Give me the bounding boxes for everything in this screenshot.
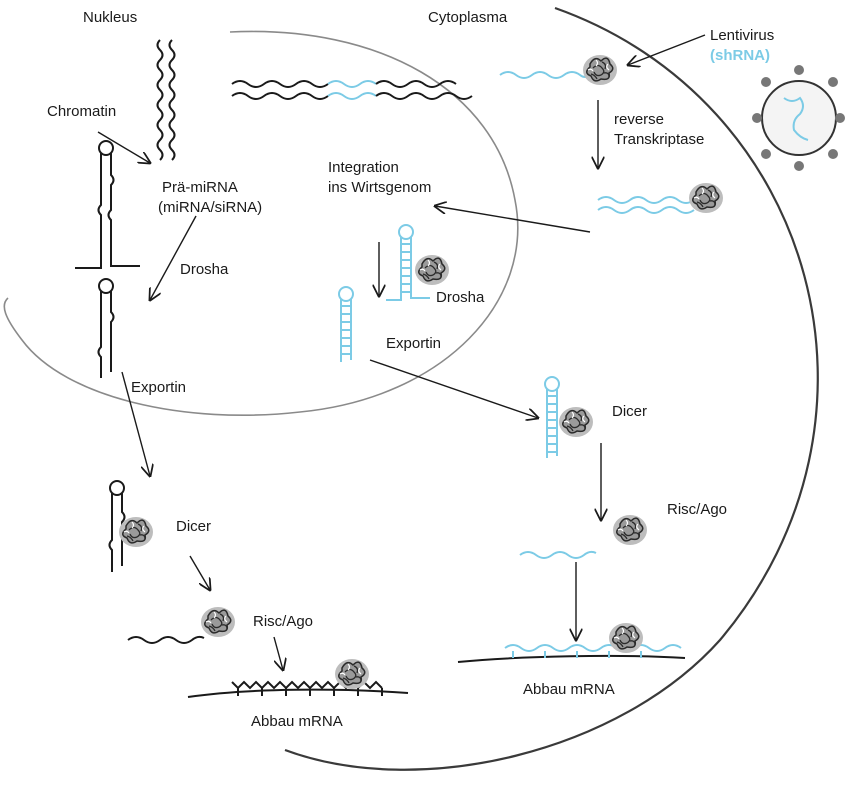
label-reverse: reverse	[614, 110, 664, 129]
chromatin-strands	[158, 40, 175, 160]
drosha-right-protein-icon	[415, 255, 449, 285]
label-drosha-left: Drosha	[180, 260, 228, 279]
label-pre-mirna: Prä-miRNA	[162, 178, 238, 197]
arrow-risc-left	[274, 637, 283, 670]
mirna-strand-left	[128, 637, 204, 643]
proviral-dna	[598, 197, 694, 213]
cell-membrane	[285, 8, 818, 770]
mrna-target-left	[188, 682, 408, 697]
label-nucleus: Nukleus	[83, 8, 137, 27]
label-abbau-right: Abbau mRNA	[523, 680, 615, 699]
risc-left-bound-protein-icon	[335, 659, 369, 689]
shrna-hairpin-cytoplasm	[545, 377, 559, 458]
arrow-chromatin-to-pre-mirna	[98, 132, 150, 163]
risc-right-protein-icon	[613, 515, 647, 545]
pre-mirna-hairpin	[75, 141, 140, 268]
label-chromatin: Chromatin	[47, 102, 116, 121]
label-risc-left: Risc/Ago	[253, 612, 313, 631]
dicer-right-protein-icon	[559, 407, 593, 437]
risc-right-bound-protein-icon	[609, 623, 643, 653]
label-lentivirus: Lentivirus	[710, 26, 774, 45]
label-dicer-right: Dicer	[612, 402, 647, 421]
label-pre-mirna-sub: (miRNA/siRNA)	[158, 198, 262, 217]
integrated-genome	[232, 81, 472, 99]
label-exportin-left: Exportin	[131, 378, 186, 397]
dicer-left-protein-icon	[119, 517, 153, 547]
integrase-protein-icon	[689, 183, 723, 213]
shrna-hairpin-processed	[339, 287, 353, 362]
mrna-target-right	[458, 645, 685, 662]
label-drosha-right: Drosha	[436, 288, 484, 307]
label-integration: Integration	[328, 158, 399, 177]
sirna-strand-right	[520, 552, 596, 558]
shrna-strand	[500, 72, 590, 78]
label-exportin-right: Exportin	[386, 334, 441, 353]
reverse-transcriptase-protein-icon	[583, 55, 617, 85]
label-abbau-left: Abbau mRNA	[251, 712, 343, 731]
label-risc-right: Risc/Ago	[667, 500, 727, 519]
pre-mirna-after-drosha	[99, 279, 114, 378]
label-dicer-left: Dicer	[176, 517, 211, 536]
arrow-dicer-left	[190, 556, 210, 590]
nuclear-envelope	[4, 31, 517, 415]
arrow-drosha-left	[150, 216, 196, 300]
label-transkriptase: Transkriptase	[614, 130, 704, 149]
arrow-exportin-right	[370, 360, 538, 418]
label-shrna: (shRNA)	[710, 46, 770, 65]
label-cytoplasm: Cytoplasma	[428, 8, 507, 27]
arrow-integration	[435, 206, 590, 232]
risc-left-protein-icon	[201, 607, 235, 637]
lentivirus-particle	[752, 65, 845, 171]
label-integration-sub: ins Wirtsgenom	[328, 178, 431, 197]
